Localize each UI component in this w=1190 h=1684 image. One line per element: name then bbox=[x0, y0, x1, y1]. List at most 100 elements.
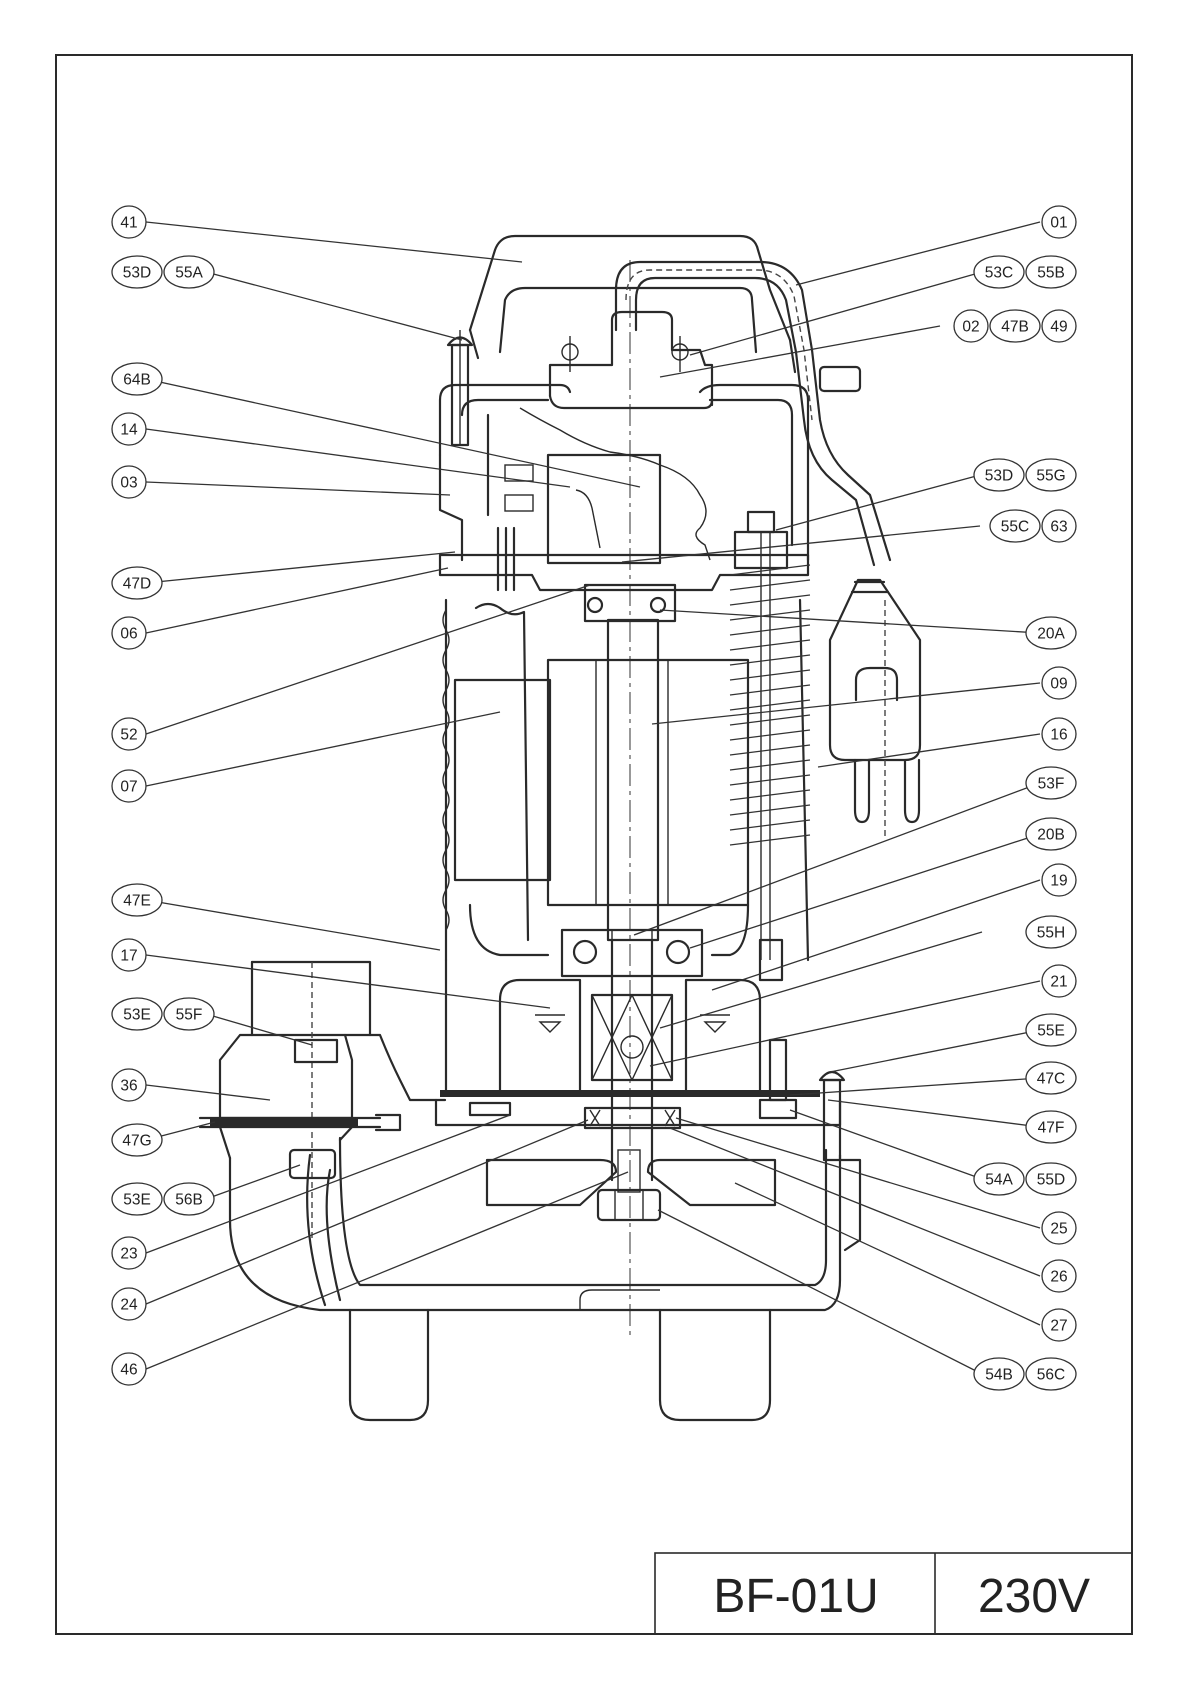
callout-20b: 20B bbox=[1025, 817, 1077, 851]
callout-bubble bbox=[1041, 666, 1077, 700]
callout-bubble bbox=[1041, 309, 1077, 343]
callout-01: 01 bbox=[1041, 205, 1077, 239]
callout-bubble bbox=[1041, 1211, 1077, 1245]
callout-label: 55G bbox=[1036, 468, 1065, 485]
callout-label: 54A bbox=[985, 1172, 1013, 1189]
callout-14: 14 bbox=[111, 412, 147, 446]
callout-bubble bbox=[1025, 817, 1077, 851]
callout-26: 26 bbox=[1041, 1259, 1077, 1293]
callout-bubble bbox=[1025, 458, 1077, 492]
callout-bubble bbox=[1025, 1110, 1077, 1144]
callout-bubble bbox=[111, 1123, 163, 1157]
callout-bubble bbox=[953, 309, 989, 343]
callout-bubble bbox=[973, 1162, 1025, 1196]
callout-bubble bbox=[111, 1236, 147, 1270]
callout-bubble bbox=[111, 1182, 163, 1216]
callout-label: 55D bbox=[1037, 1172, 1065, 1189]
callout-20a: 20A bbox=[1025, 616, 1077, 650]
callout-label: 55C bbox=[1001, 519, 1029, 536]
callout-label: 26 bbox=[1050, 1269, 1067, 1286]
title-block: BF-01U 230V bbox=[654, 1552, 1133, 1635]
callout-bubble bbox=[1025, 766, 1077, 800]
callout-55e: 55E bbox=[1025, 1013, 1077, 1047]
callout-label: 53D bbox=[985, 468, 1013, 485]
callout-03: 03 bbox=[111, 465, 147, 499]
callout-label: 07 bbox=[120, 779, 137, 796]
callout-25: 25 bbox=[1041, 1211, 1077, 1245]
callout-36: 36 bbox=[111, 1068, 147, 1102]
pump-cross-section bbox=[198, 234, 922, 1422]
callout-bubble bbox=[111, 938, 147, 972]
callout-bubble bbox=[1025, 1013, 1077, 1047]
callout-54b-56c: 54B 56C bbox=[973, 1357, 1077, 1391]
callout-07: 07 bbox=[111, 769, 147, 803]
model-number: BF-01U bbox=[713, 1570, 878, 1623]
callout-bubble bbox=[973, 255, 1025, 289]
callout-label: 02 bbox=[962, 319, 979, 336]
callout-label: 63 bbox=[1050, 519, 1067, 536]
callout-label: 23 bbox=[120, 1246, 137, 1263]
callout-bubble bbox=[973, 1357, 1025, 1391]
callout-label: 55E bbox=[1037, 1023, 1065, 1040]
drawing-border bbox=[55, 54, 1133, 1635]
callout-bubble bbox=[1041, 964, 1077, 998]
callout-label: 47E bbox=[123, 893, 151, 910]
callout-16: 16 bbox=[1041, 717, 1077, 751]
callout-bubble bbox=[1025, 255, 1077, 289]
callout-label: 47D bbox=[123, 576, 151, 593]
callout-53f: 53F bbox=[1025, 766, 1077, 800]
callout-bubble bbox=[163, 1182, 215, 1216]
callout-label: 03 bbox=[120, 475, 137, 492]
callout-label: 54B bbox=[985, 1367, 1013, 1384]
callout-55c-63: 55C 63 bbox=[989, 509, 1077, 543]
callout-bubble bbox=[1041, 1308, 1077, 1342]
callout-bubble bbox=[1041, 717, 1077, 751]
callout-label: 64B bbox=[123, 372, 151, 389]
callout-label: 55B bbox=[1037, 265, 1065, 282]
callout-label: 14 bbox=[120, 422, 138, 439]
callout-label: 20A bbox=[1037, 626, 1065, 643]
callout-bubble bbox=[111, 616, 147, 650]
callout-bubble bbox=[1025, 1061, 1077, 1095]
callout-47g: 47G bbox=[111, 1123, 163, 1157]
callout-17: 17 bbox=[111, 938, 147, 972]
callout-label: 56C bbox=[1037, 1367, 1065, 1384]
callout-label: 09 bbox=[1050, 676, 1067, 693]
callout-label: 47F bbox=[1038, 1120, 1065, 1137]
callout-label: 21 bbox=[1050, 974, 1067, 991]
callout-bubble bbox=[111, 566, 163, 600]
callout-bubble bbox=[1041, 863, 1077, 897]
callout-bubble bbox=[973, 458, 1025, 492]
callout-bubble bbox=[111, 717, 147, 751]
callout-label: 53C bbox=[985, 265, 1013, 282]
callout-label: 17 bbox=[120, 948, 137, 965]
callout-bubble bbox=[111, 883, 163, 917]
callout-label: 06 bbox=[120, 626, 137, 643]
callout-label: 47G bbox=[122, 1133, 151, 1150]
callout-bubble bbox=[111, 1287, 147, 1321]
callout-label: 19 bbox=[1050, 873, 1067, 890]
callout-bubble bbox=[111, 997, 163, 1031]
callout-41: 41 bbox=[111, 205, 147, 239]
callout-bubble bbox=[111, 1068, 147, 1102]
callout-label: 16 bbox=[1050, 727, 1067, 744]
callout-46: 46 bbox=[111, 1352, 147, 1386]
callout-64b: 64B bbox=[111, 362, 163, 396]
callout-bubble bbox=[163, 255, 215, 289]
callout-06: 06 bbox=[111, 616, 147, 650]
callout-19: 19 bbox=[1041, 863, 1077, 897]
callout-bubble bbox=[989, 309, 1041, 343]
callout-label: 20B bbox=[1037, 827, 1065, 844]
voltage-rating: 230V bbox=[978, 1570, 1090, 1623]
callout-52: 52 bbox=[111, 717, 147, 751]
callout-label: 55H bbox=[1037, 925, 1065, 942]
callout-bubble bbox=[1025, 915, 1077, 949]
callout-label: 52 bbox=[120, 727, 137, 744]
